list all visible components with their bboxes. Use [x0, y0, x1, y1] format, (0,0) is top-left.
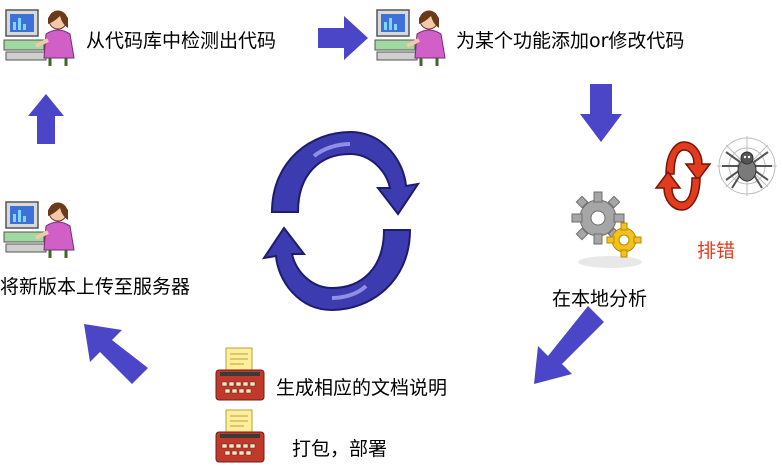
- step-modify-label: 为某个功能添加or修改代码: [456, 30, 685, 52]
- gears-icon: [571, 191, 642, 268]
- typewriter-icon: [215, 347, 265, 401]
- step-document-label: 生成相应的文档说明: [276, 377, 448, 399]
- step-analyze-label: 在本地分析: [552, 288, 648, 310]
- debug-cycle-icon: [654, 141, 712, 211]
- developer-computer-icon: [3, 9, 75, 66]
- developer-computer-icon: [374, 9, 446, 66]
- arrow-up-left-icon: [84, 324, 148, 384]
- step-debug-label: 排错: [697, 240, 736, 262]
- step-checkout-label: 从代码库中检测出代码: [86, 30, 277, 52]
- arrow-right-icon: [318, 16, 368, 60]
- arrow-down-left-icon: [534, 306, 604, 384]
- arrow-down-icon: [580, 84, 622, 142]
- cycle-arrows-icon: [261, 130, 421, 312]
- developer-computer-icon: [3, 201, 75, 258]
- step-package-label: 打包，部署: [292, 438, 388, 460]
- arrow-up-icon: [28, 94, 64, 144]
- step-upload-label: 将新版本上传至服务器: [0, 276, 191, 298]
- spider-bug-icon: [717, 136, 777, 196]
- typewriter-icon: [215, 409, 265, 463]
